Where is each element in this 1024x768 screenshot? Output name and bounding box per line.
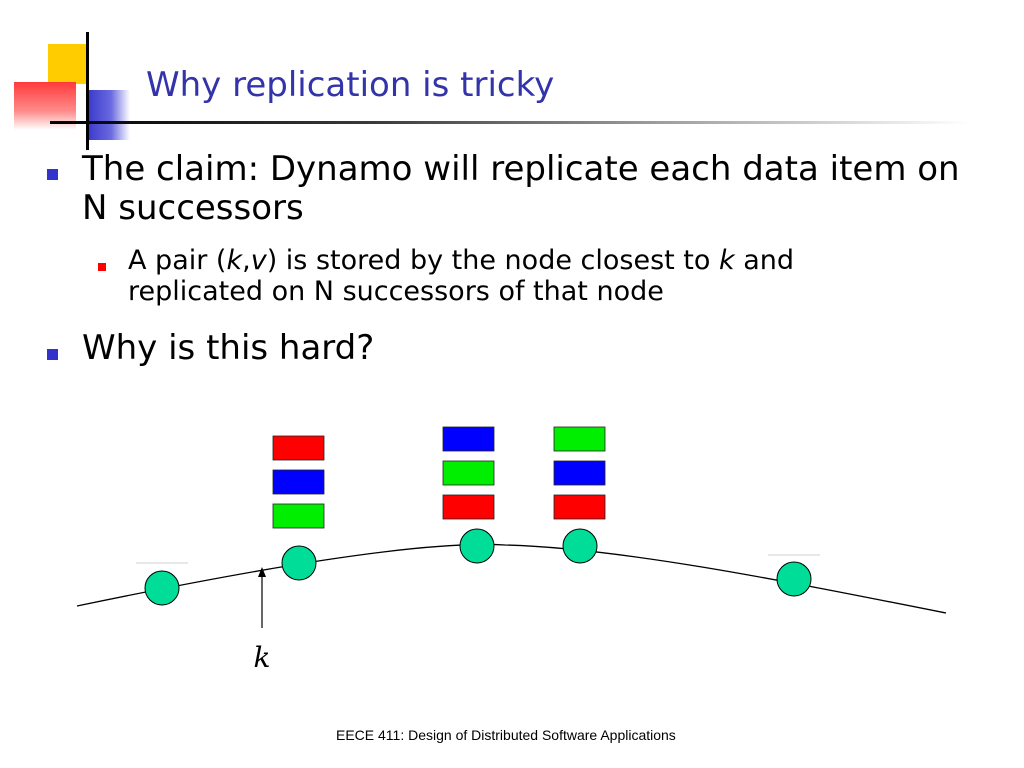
data-item-blue-node-4 — [553, 460, 606, 486]
key-label: k — [254, 641, 271, 674]
sub-bullet-text-mid: ) is stored by the node closest to — [266, 245, 719, 276]
ring-node-3 — [459, 528, 495, 564]
data-item-red-node-2 — [272, 435, 325, 461]
ring-nodes — [144, 528, 812, 606]
data-item-red-node-3 — [442, 494, 495, 520]
data-item-green-node-3 — [442, 460, 495, 486]
sub-bullet-k: k — [226, 245, 243, 276]
sub-bullet-pair: A pair (k,v) is stored by the node close… — [128, 245, 908, 307]
bullet-marker — [47, 169, 58, 180]
decor-vertical-line — [86, 32, 89, 150]
slide-footer: EECE 411: Design of Distributed Software… — [336, 727, 676, 743]
sub-bullet-v: v — [250, 245, 267, 276]
slide-title: Why replication is tricky — [146, 65, 555, 105]
bullet-marker — [47, 349, 58, 360]
data-item-green-node-4 — [553, 426, 606, 452]
data-item-green-node-2 — [272, 503, 325, 529]
data-item-red-node-4 — [553, 494, 606, 520]
data-item-stacks — [272, 426, 606, 529]
bullet-question: Why is this hard? — [82, 328, 375, 368]
sub-bullet-marker — [98, 263, 106, 271]
ring-node-1 — [144, 570, 180, 606]
sub-bullet-comma: , — [242, 245, 251, 276]
bullet-claim: The claim: Dynamo will replicate each da… — [82, 149, 960, 229]
sub-bullet-text-pre: A pair ( — [128, 245, 227, 276]
ring-node-4 — [562, 528, 598, 564]
data-item-blue-node-2 — [272, 469, 325, 495]
decor-blue-square — [88, 90, 130, 140]
data-item-blue-node-3 — [442, 426, 495, 452]
sub-bullet-text-post: and replicated on N successors of that n… — [128, 245, 795, 308]
sub-bullet-k2: k — [719, 245, 735, 276]
key-pointer-arrowhead — [258, 567, 266, 577]
decor-yellow-square — [48, 44, 88, 84]
ring-node-5 — [776, 561, 812, 597]
ring-node-2 — [281, 545, 317, 581]
title-underline — [50, 121, 970, 124]
